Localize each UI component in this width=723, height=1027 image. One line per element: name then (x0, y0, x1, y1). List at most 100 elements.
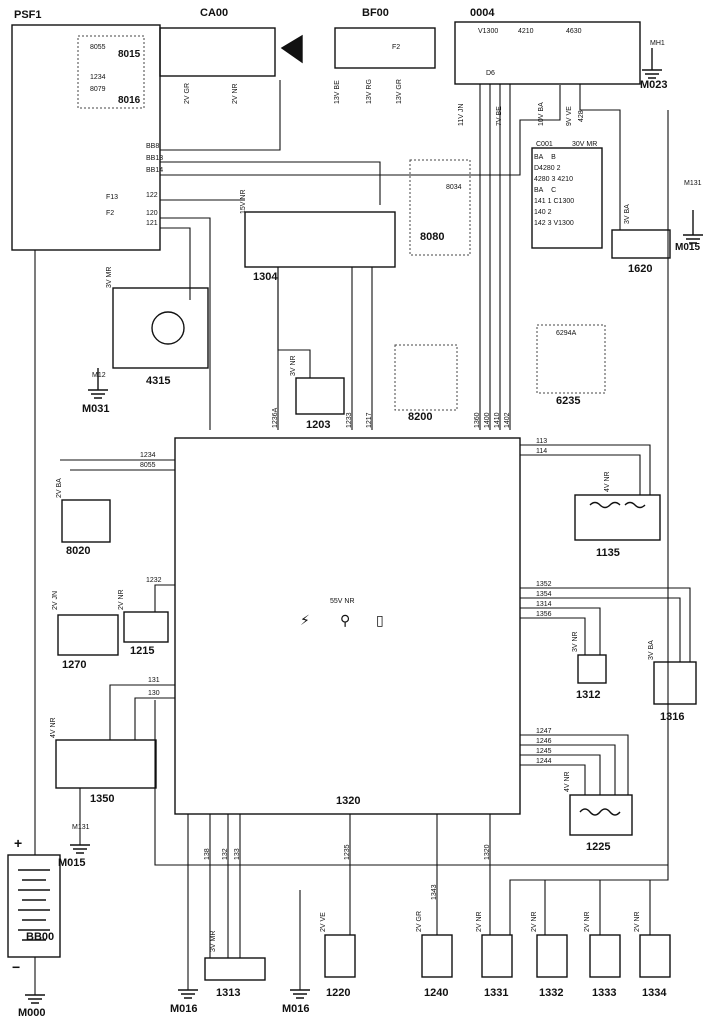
c001-box (531, 147, 603, 249)
label-6235: 6235 (556, 395, 581, 407)
wire-loop (154, 700, 668, 866)
wire-label-120: 120 (146, 210, 158, 217)
label-f2-psf: F2 (106, 210, 115, 217)
label-8079-psf: 8079 (90, 86, 106, 93)
label-1312: 1312 (576, 689, 601, 701)
wire-label-1232: 1232 (146, 577, 162, 584)
wire-label-1354: 1354 (536, 591, 552, 598)
ground-m023 (642, 48, 662, 79)
label-1332: 1332 (539, 987, 564, 999)
label-1304: 1304 (253, 271, 278, 283)
wire-1246 (520, 744, 616, 795)
wire-1245 (520, 754, 601, 795)
label-bf00: BF00 (362, 7, 389, 19)
ground-m031 (88, 368, 108, 399)
label-4630: 4630 (566, 28, 582, 35)
label-1240: 1240 (424, 987, 449, 999)
label-0004: 0004 (470, 7, 495, 19)
wire-label-122: 122 (146, 192, 158, 199)
wire-1247 (520, 734, 629, 795)
c1332-box (536, 934, 568, 978)
conn-label-1333: 2V NR (584, 911, 591, 932)
wire-label-113: 113 (536, 438, 548, 445)
conn-label-bf00-c: 13V GR (396, 79, 403, 104)
relay-row-4: 141 1 C1300 (534, 198, 575, 205)
label-8200: 8200 (408, 411, 433, 423)
coil-icon (589, 501, 646, 509)
label-d6: D6 (486, 70, 495, 77)
conn-label-1331: 2V NR (476, 911, 483, 932)
wire-label-1360: 1360 (474, 412, 481, 428)
c1304-box (244, 211, 396, 268)
wire-130 (134, 697, 175, 740)
wire-113 (520, 444, 651, 495)
c1240-box (421, 934, 453, 978)
label-m131-bottom: M131 (72, 824, 90, 831)
label-f2: F2 (392, 44, 401, 51)
wire-bb8 (160, 80, 281, 151)
relay-row-1: BA B (534, 154, 556, 161)
conn-label-1313: 3V MR (210, 930, 217, 952)
c8200-dotted (394, 344, 458, 411)
label-6294a: 6294A (556, 330, 577, 337)
conn-label-8020: 2V BA (56, 478, 63, 498)
psf1-relays-dotted (77, 35, 145, 109)
c1333-box (589, 934, 621, 978)
wire-label-bb13: BB13 (146, 155, 164, 162)
bb00-box (7, 854, 61, 958)
speaker-icon (280, 34, 303, 64)
conn-label-ca00-a: 2V GR (184, 82, 191, 104)
label-m016-b: M016 (282, 1003, 310, 1015)
ground-m015-top (683, 210, 703, 244)
ground-m016-b (290, 989, 310, 999)
relay-row-2b: 4280 3 4210 (534, 176, 573, 183)
relay-table: BA B D4280 2 4280 3 4210 BA C 141 1 C130… (534, 152, 600, 229)
label-8015: 8015 (118, 49, 141, 60)
label-8034: 8034 (446, 184, 462, 191)
label-1350: 1350 (90, 793, 115, 805)
c8020-box (61, 499, 111, 543)
relay-row-6: 142 3 V1300 (534, 220, 574, 227)
conn-label-0004-b: 7V BE (496, 106, 503, 126)
conn-label-1304: 15V NR (240, 189, 247, 214)
ground-m000 (25, 994, 45, 1004)
wire-121 (160, 227, 191, 300)
label-1270: 1270 (62, 659, 87, 671)
wire-label-8055: 8055 (140, 462, 156, 469)
label-1215: 1215 (130, 645, 155, 657)
label-8080: 8080 (420, 231, 445, 243)
wire-label-1217: 1217 (366, 412, 373, 428)
wire-bb14 (160, 85, 561, 176)
label-4315: 4315 (146, 375, 171, 387)
label-bb00: BB00 (26, 931, 55, 943)
wire-label-130: 130 (148, 690, 160, 697)
wire-label-1320: 1320 (484, 844, 491, 860)
label-8055-psf: 8055 (90, 44, 106, 51)
wire-label-138: 138 (204, 848, 211, 860)
c1225-box (569, 794, 633, 836)
wire-label-bb8: BB8 (146, 143, 160, 150)
battery-cells (18, 869, 50, 941)
sensor-icon: ▯ (376, 613, 384, 629)
c1312-box (577, 654, 607, 684)
conn-label-bf00-b: 13V RG (366, 79, 373, 104)
c1203-box (295, 377, 345, 415)
wire-feed-right (509, 110, 669, 935)
wire-428 (579, 84, 621, 230)
label-m031: M031 (82, 403, 110, 415)
wire-label-428: 428 (578, 110, 585, 122)
conn-label-ca00-b: 2V NR (232, 83, 239, 104)
c1313-box (204, 957, 266, 981)
wire-1314 (520, 607, 601, 655)
conn-label-4315: 3V MR (106, 266, 113, 288)
label-8016: 8016 (118, 95, 141, 106)
label-1234-psf: 1234 (90, 74, 106, 81)
c1135-box (574, 494, 661, 541)
conn-label-1332: 2V NR (531, 911, 538, 932)
wire-label-1400: 1400 (484, 412, 491, 428)
label-55vnr: 55V NR (330, 598, 355, 605)
label-1320: 1320 (336, 795, 361, 807)
conn-label-1312: 3V NR (572, 631, 579, 652)
conn-label-1316: 3V BA (648, 640, 655, 660)
